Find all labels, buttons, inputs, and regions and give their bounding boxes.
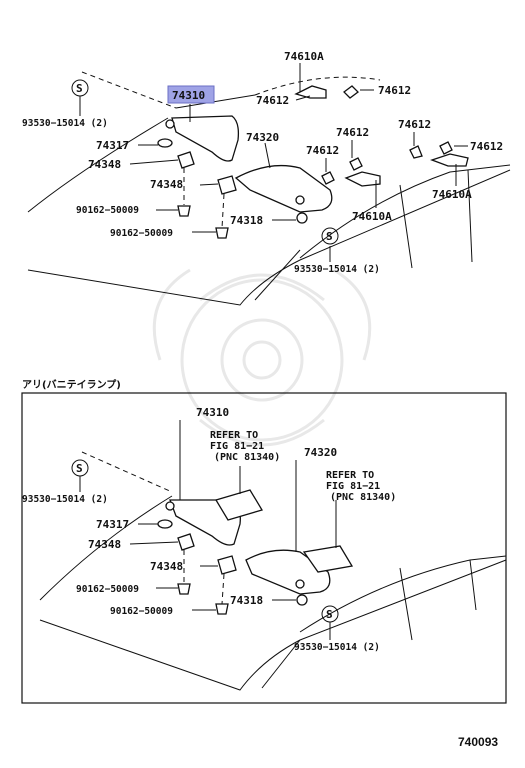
screw-symbol-label: S [326,608,333,621]
sun-visor-right [245,549,331,595]
sun-visor-left [171,115,240,162]
part-label-74310[interactable]: 74310 [196,406,229,419]
refer-note-line: (PNC 81340) [214,452,280,463]
part-label-74348[interactable]: 74348 [150,178,183,191]
vanity-mirror-left [215,489,263,521]
part-number-74310-highlighted[interactable]: 74310 [172,89,205,102]
part-label-90162[interactable]: 90162−50009 [110,228,173,239]
part-label-93530[interactable]: 93530−15014 (2) [294,264,380,275]
diagram-id: 740093 [458,735,498,749]
refer-note-line: FIG 81−21 [210,441,264,452]
holder-74317 [157,519,173,529]
part-label-74320[interactable]: 74320 [246,131,279,144]
assist-grip-74610A-c [430,153,469,167]
refer-note-line: REFER TO [326,470,374,481]
clip-74612-e [409,145,423,159]
section-label: アリ(バニテイランプ) [22,378,121,391]
vanity-mirror-right [302,545,354,573]
part-label-74610A[interactable]: 74610A [284,50,324,63]
part-label-74612[interactable]: 74612 [336,126,369,139]
part-label-74612[interactable]: 74612 [470,140,503,153]
screw-symbol-label: S [76,462,83,475]
refer-note-line: REFER TO [210,430,258,441]
part-label-74612[interactable]: 74612 [306,144,339,157]
windshield-lower-edge [27,169,511,306]
screw-90162-a [177,205,191,217]
part-label-93530[interactable]: 93530−15014 (2) [22,494,108,505]
part-label-74612[interactable]: 74612 [256,94,289,107]
visor-pivot-left [165,119,175,129]
watermark-emblem [152,268,372,447]
windshield-edge [27,117,169,213]
part-label-74348[interactable]: 74348 [88,158,121,171]
part-label-90162[interactable]: 90162−50009 [110,606,173,617]
assist-grip-74610A-a [294,85,327,99]
part-label-74318[interactable]: 74318 [230,594,263,607]
refer-note-line: FIG 81−21 [326,481,380,492]
screw-symbol-icon [321,227,339,245]
part-label-74320[interactable]: 74320 [304,446,337,459]
part-label-93530[interactable]: 93530−15014 (2) [22,118,108,129]
part-label-74317[interactable]: 74317 [96,518,129,531]
refer-note-line: (PNC 81340) [330,492,396,503]
sun-visor-right [234,164,333,213]
clip-74612-a [343,85,359,99]
screw-90162-b [215,227,229,239]
roof-front-edge [175,94,256,109]
holder-74348-b [217,175,237,195]
part-label-74318[interactable]: 74318 [230,214,263,227]
part-label-74317[interactable]: 74317 [96,139,129,152]
holder-74318 [296,212,308,224]
clip-74612-c [321,171,335,185]
part-label-74612[interactable]: 74612 [398,118,431,131]
part-label-90162[interactable]: 90162−50009 [76,584,139,595]
part-label-93530[interactable]: 93530−15014 (2) [294,642,380,653]
bottom-diagram: S S 74310 74320 REFER TO FIG 81−21 (PNC … [22,406,507,691]
screw-symbol-label: S [326,230,333,243]
top-diagram: S S 74310 74610A 74612 74612 74320 74612… [22,50,511,306]
part-label-74610A[interactable]: 74610A [432,188,472,201]
part-label-74610A[interactable]: 74610A [352,210,392,223]
variant-frame [21,392,507,704]
screw-symbol-label: S [76,82,83,95]
highlighted-part-box[interactable] [167,85,215,104]
assist-grip-74610A-b [344,171,381,187]
clip-74612-d [349,157,363,171]
part-label-74612[interactable]: 74612 [378,84,411,97]
holder-74348-a [177,151,195,169]
holder-74317 [157,138,173,148]
part-label-74348[interactable]: 74348 [88,538,121,551]
part-label-74348[interactable]: 74348 [150,560,183,573]
part-label-90162[interactable]: 90162−50009 [76,205,139,216]
